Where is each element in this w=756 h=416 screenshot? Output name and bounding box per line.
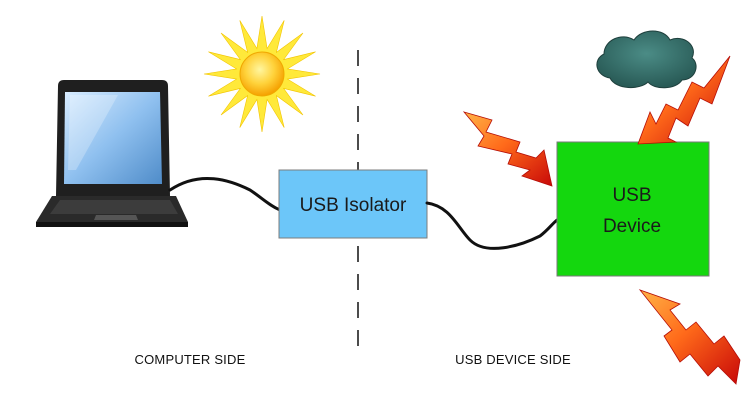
usb-isolator-box: USB Isolator [278,169,428,239]
cable-device [425,201,559,250]
sun-icon [203,15,321,133]
lightning-bolt-icon [638,289,741,385]
usb-device-label-line2: Device [603,216,661,237]
storm-cloud-icon [596,30,697,89]
usb-device-box: USB Device [556,141,710,277]
laptop-icon [36,80,188,227]
lightning-bolt-icon [462,111,553,187]
sun-core [239,51,285,97]
usb-device-label-line1: USB [612,185,651,206]
usb-isolator-label: USB Isolator [300,195,407,216]
cable-computer [168,176,282,212]
computer-side-label: COMPUTER SIDE [135,352,246,367]
lightning-bolt-icon [637,55,731,145]
device-side-label: USB DEVICE SIDE [455,352,571,367]
